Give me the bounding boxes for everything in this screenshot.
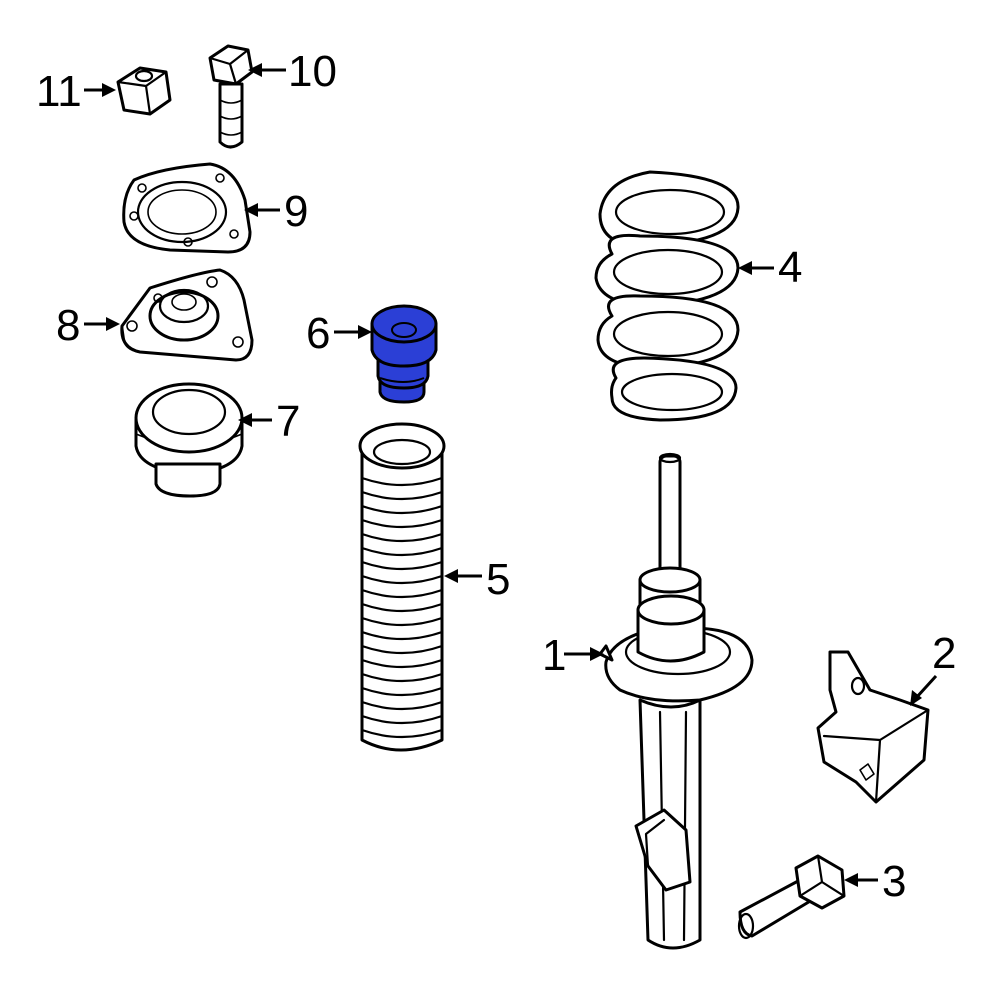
callout-10: 10 [248,47,337,96]
part-5-dust-boot[interactable] [358,422,446,752]
callout-3: 3 [844,857,906,906]
boot-ring [360,714,444,725]
callout-8-label: 8 [56,301,80,350]
callout-11-label: 11 [36,67,82,116]
part-7-spring-seat[interactable] [134,382,244,498]
part-10-bolt[interactable] [208,44,254,149]
callout-11: 11 [36,67,116,116]
callout-6: 6 [306,309,372,358]
boot-ring [360,602,444,613]
boot-ring [360,672,444,683]
part-8-strut-mount[interactable] [120,268,254,362]
callout-5: 5 [444,555,510,604]
boot-ring [360,560,444,571]
boot-ring [360,518,444,529]
boot-ring [360,574,444,585]
callout-2: 2 [910,629,956,706]
boot-ring [360,630,444,641]
part-1-strut[interactable] [598,452,754,950]
boot-ring [360,490,444,501]
callout-6-label: 6 [306,309,330,358]
boot-ring [360,588,444,599]
boot-ring [360,658,444,669]
boot-ring [360,728,444,739]
callout-4: 4 [738,243,802,292]
boot-ring [360,532,444,543]
callout-10-label: 10 [288,47,337,96]
callout-8: 8 [56,301,120,350]
boot-ring [360,616,444,627]
callout-1-label: 1 [542,631,566,680]
callout-5-label: 5 [486,555,510,604]
callout-7: 7 [238,397,300,446]
boot-ring [360,504,444,515]
boot-ring [360,644,444,655]
part-4-coil-spring[interactable] [594,170,740,422]
part-11-nut[interactable] [116,66,172,116]
boot-ring [360,546,444,557]
callout-3-label: 3 [882,857,906,906]
callout-2-label: 2 [932,629,956,678]
part-6-bump-stop[interactable] [370,304,438,404]
boot-ring [360,476,444,487]
callout-7-label: 7 [276,397,300,446]
callout-9-label: 9 [284,187,308,236]
callout-9: 9 [244,187,308,236]
part-9-mount-plate[interactable] [122,162,252,254]
callout-4-label: 4 [778,243,802,292]
part-3-bolt[interactable] [737,854,846,940]
boot-ring [360,686,444,697]
part-2-bracket[interactable] [816,650,930,804]
callout-1: 1 [542,631,604,680]
boot-ring [360,700,444,711]
